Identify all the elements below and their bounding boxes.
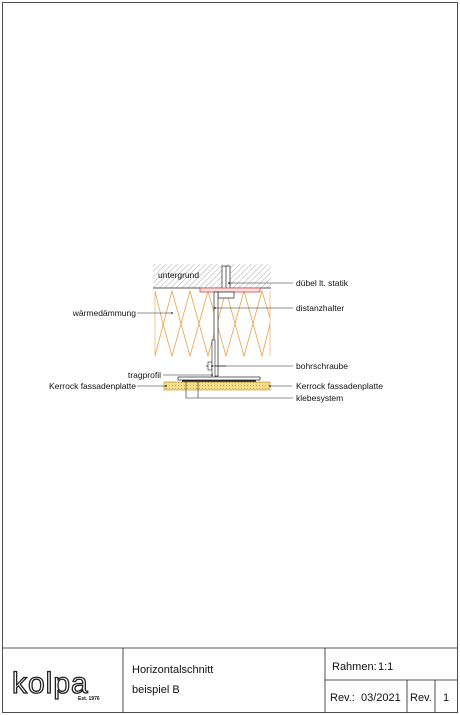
label-distanzhalter: distanzhalter	[296, 303, 344, 313]
label-kerrock-left: Kerrock fassadenplatte	[49, 381, 136, 391]
revision-date-label: Rev.:	[330, 692, 355, 704]
logo-established: Est. 1976	[78, 696, 100, 702]
drawing-title: Horizontalschnitt	[132, 664, 213, 676]
adhesive-layer	[182, 380, 256, 382]
revision-label: Rev.	[410, 692, 432, 704]
detail-drawing: untergrund dübel lt. statik distanzhalte…	[49, 264, 383, 403]
substrate-hatch	[153, 264, 271, 288]
label-bohrschraube: bohrschraube	[296, 361, 348, 371]
label-kerrock-right: Kerrock fassadenplatte	[296, 381, 383, 391]
label-klebesystem: klebesystem	[296, 393, 343, 403]
bracket-base-plate	[199, 287, 261, 293]
label-untergrund: untergrund	[158, 270, 199, 280]
facade-panel-texture	[164, 382, 270, 390]
distance-holder	[213, 291, 219, 377]
company-logo: kolpa	[12, 667, 89, 700]
leader-klebesystem-a	[185, 382, 293, 399]
leader-dots	[165, 282, 271, 387]
title-block: kolpa Est. 1976 Horizontalschnitt beispi…	[2, 647, 458, 713]
leader-lines	[137, 282, 293, 399]
revision-value: 1	[443, 692, 449, 704]
support-profile-flange	[177, 376, 261, 381]
insulation-zigzag-b	[154, 289, 271, 358]
scale-label: Rahmen:	[332, 661, 377, 673]
label-duebel: dübel lt. statik	[296, 278, 349, 288]
support-profile-web	[211, 339, 216, 379]
revision-date-value: 03/2021	[361, 692, 401, 704]
bracket-clamp	[217, 291, 235, 299]
scale-value: 1:1	[378, 661, 393, 673]
label-waermedaemmung: wärmedämmung	[72, 308, 137, 318]
label-tragprofil: tragprofil	[128, 370, 161, 380]
drawing-subtitle: beispiel B	[132, 684, 180, 696]
